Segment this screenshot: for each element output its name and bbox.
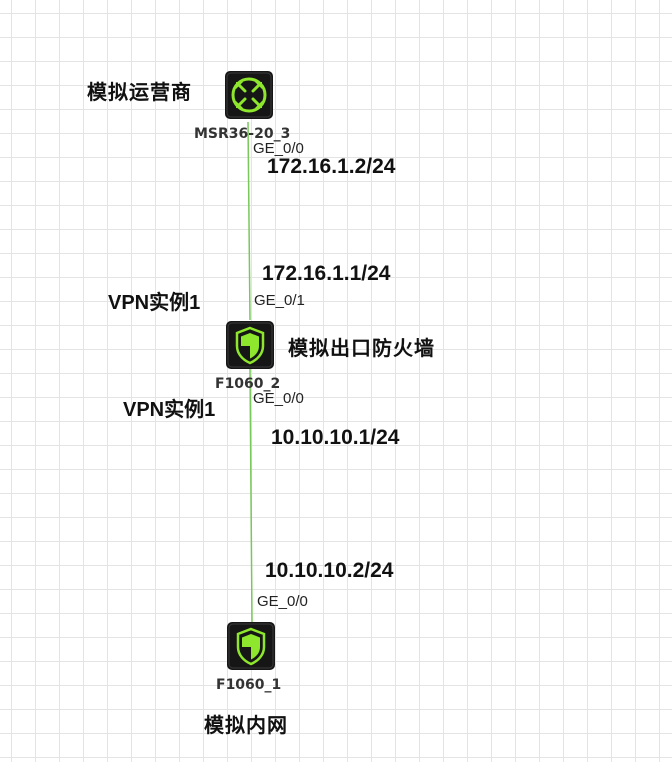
inner-firewall-device-name[interactable]: F1060_1	[216, 677, 282, 693]
router-port-label: GE_0/0	[253, 140, 304, 157]
link-router-to-edge-firewall[interactable]	[247, 121, 251, 321]
edge-firewall-downstream-vpn-label: VPN实例1	[123, 399, 216, 421]
router-icon[interactable]	[224, 70, 274, 120]
edge-firewall-downstream-port-label: GE_0/0	[253, 390, 304, 407]
edge-firewall-upstream-port-label: GE_0/1	[254, 292, 305, 309]
inner-firewall-ip-label: 10.10.10.2/24	[265, 559, 394, 582]
edge-firewall-device-name[interactable]: F1060_2	[215, 376, 281, 392]
edge-firewall-upstream-ip-label: 172.16.1.1/24	[262, 262, 391, 285]
router-device-name[interactable]: MSR36-20_3	[194, 126, 291, 142]
link-edge-firewall-to-inner-firewall[interactable]	[249, 367, 253, 623]
inner-firewall-note: 模拟内网	[204, 713, 288, 737]
inner-firewall-shield-icon[interactable]	[226, 621, 276, 671]
router-note: 模拟运营商	[87, 80, 192, 104]
edge-firewall-upstream-vpn-label: VPN实例1	[108, 292, 201, 314]
router-ip-label: 172.16.1.2/24	[267, 155, 396, 178]
edge-firewall-shield-icon[interactable]	[225, 320, 275, 370]
edge-firewall-downstream-ip-label: 10.10.10.1/24	[271, 426, 400, 449]
inner-firewall-port-label: GE_0/0	[257, 593, 308, 610]
edge-firewall-note: 模拟出口防火墙	[288, 336, 435, 360]
